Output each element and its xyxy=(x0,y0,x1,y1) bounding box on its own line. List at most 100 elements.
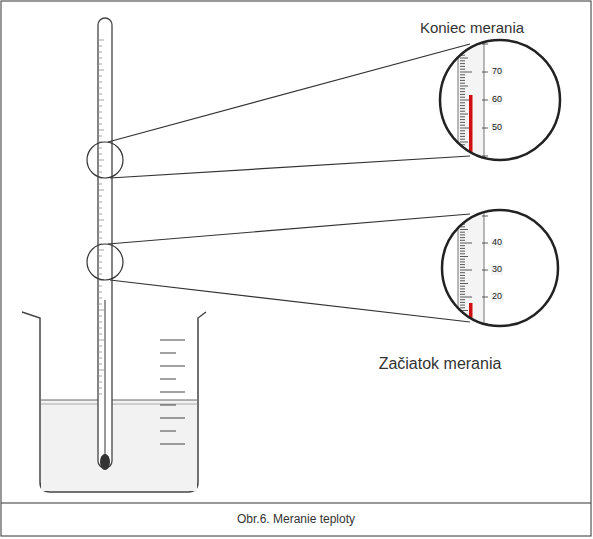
tick xyxy=(460,91,465,92)
tick xyxy=(460,264,465,265)
tick xyxy=(99,316,102,317)
tick xyxy=(99,238,102,239)
tick xyxy=(99,190,104,191)
tick xyxy=(482,297,488,298)
tick xyxy=(460,108,465,109)
tick xyxy=(460,83,465,84)
tick xyxy=(460,116,465,117)
zoom-circle-end xyxy=(440,30,560,175)
tick xyxy=(460,251,465,252)
tick xyxy=(160,444,185,445)
tick xyxy=(460,245,465,246)
tick xyxy=(460,199,465,200)
tick xyxy=(460,125,465,126)
zoom-lines xyxy=(87,44,470,322)
tick xyxy=(482,243,488,244)
zoom-circle-start xyxy=(442,200,558,343)
tick xyxy=(160,431,176,432)
scale-number: 30 xyxy=(491,265,503,275)
tick xyxy=(99,340,104,341)
tick xyxy=(460,41,465,42)
tick xyxy=(99,334,102,335)
tick xyxy=(460,275,465,276)
tick xyxy=(460,216,472,217)
tick xyxy=(99,202,102,203)
scale-number: 40 xyxy=(491,238,503,248)
tick xyxy=(99,58,102,59)
tick xyxy=(460,150,465,151)
tick xyxy=(460,72,472,73)
tick xyxy=(460,291,465,292)
tick xyxy=(460,329,465,330)
tick xyxy=(460,167,465,168)
tick xyxy=(460,142,468,143)
tick xyxy=(99,262,102,263)
tick xyxy=(460,74,465,75)
tick xyxy=(99,256,102,257)
tick xyxy=(99,250,104,251)
tick xyxy=(460,86,468,87)
tick xyxy=(99,274,102,275)
tick xyxy=(460,213,465,214)
tick xyxy=(460,158,465,159)
figure-caption: Obr.6. Meranie teploty xyxy=(237,513,355,526)
tick xyxy=(99,46,102,47)
tick xyxy=(99,370,104,371)
tick xyxy=(99,70,104,71)
tick xyxy=(99,130,104,131)
tick xyxy=(460,63,465,64)
tick xyxy=(460,253,465,254)
tick xyxy=(99,382,102,383)
tick xyxy=(460,305,465,306)
tick xyxy=(99,160,104,161)
stage-label: Koniec merania xyxy=(420,20,524,37)
tick xyxy=(99,112,102,113)
tick xyxy=(160,379,176,380)
tick xyxy=(460,283,468,284)
tick xyxy=(460,161,465,162)
tick xyxy=(460,77,465,78)
tick xyxy=(99,214,102,215)
tick xyxy=(99,94,102,95)
tick xyxy=(99,358,102,359)
tick xyxy=(460,321,465,322)
tick xyxy=(99,172,102,173)
tick xyxy=(99,286,102,287)
tick xyxy=(99,226,102,227)
tick xyxy=(460,259,465,260)
tick xyxy=(460,122,465,123)
tick xyxy=(99,394,102,395)
tick xyxy=(99,268,102,269)
tick xyxy=(460,60,465,61)
tick xyxy=(482,216,488,217)
tick xyxy=(99,136,102,137)
tick xyxy=(99,148,102,149)
tick xyxy=(460,294,465,295)
tick xyxy=(460,210,465,211)
tick xyxy=(460,229,468,230)
tick xyxy=(460,80,465,81)
tick xyxy=(99,298,102,299)
tick xyxy=(460,207,465,208)
tick xyxy=(460,136,465,137)
tick xyxy=(99,76,102,77)
tick xyxy=(99,310,104,311)
tick xyxy=(99,292,102,293)
tick xyxy=(482,100,488,101)
tick xyxy=(99,118,102,119)
tick xyxy=(99,196,102,197)
tick xyxy=(460,69,465,70)
tick xyxy=(482,72,488,73)
tick xyxy=(99,364,102,365)
tick xyxy=(460,38,465,39)
tick xyxy=(460,243,472,244)
tick xyxy=(460,218,465,219)
tick xyxy=(460,111,465,112)
tick xyxy=(160,366,185,367)
tick xyxy=(460,272,465,273)
tick xyxy=(99,106,102,107)
tick xyxy=(460,315,465,316)
tick xyxy=(460,288,465,289)
tick xyxy=(460,234,465,235)
